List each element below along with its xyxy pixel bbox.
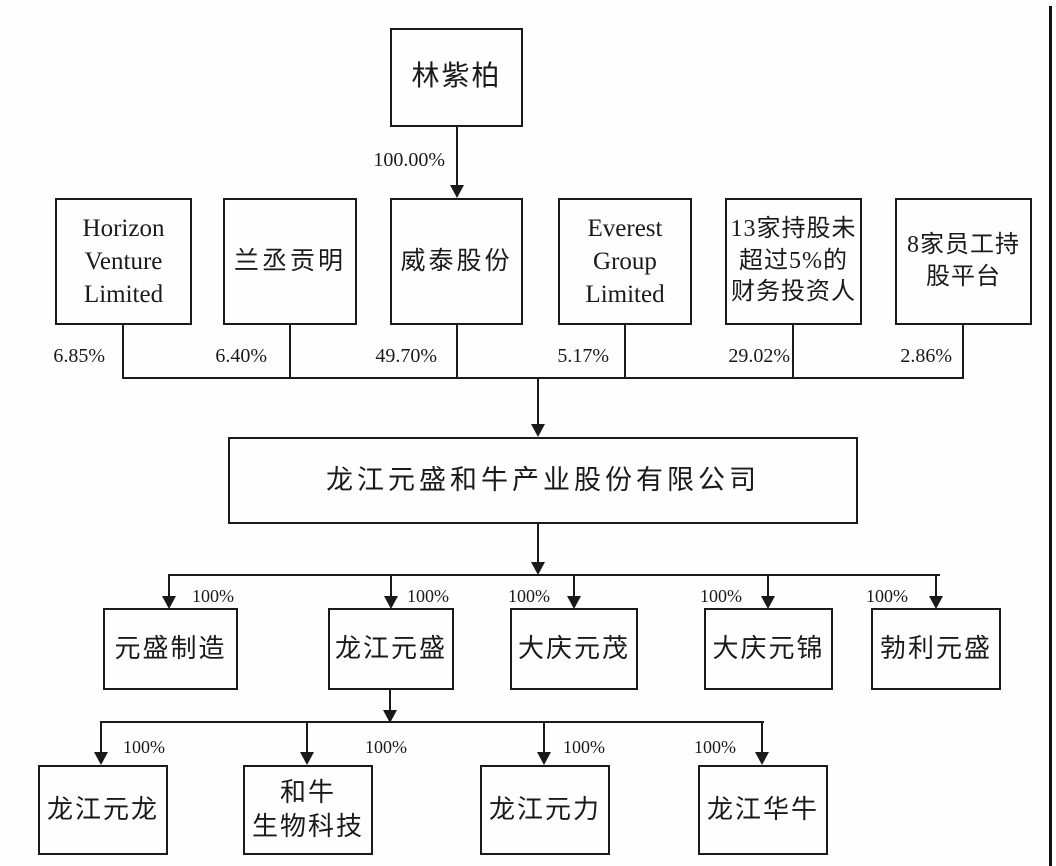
node-label: 13家持股未	[730, 215, 857, 242]
node-label: 大庆元锦	[712, 633, 825, 663]
ownership-label-sub-3: 100%	[508, 586, 550, 606]
node-subsub-longjiang-yuanlong: 龙江元龙	[38, 765, 168, 855]
arrowhead-down-icon	[450, 185, 464, 198]
node-shareholder-everest-group: Everest Group Limited	[558, 198, 692, 325]
ownership-label-subsub-4: 100%	[694, 737, 736, 757]
ownership-label-2: 6.40%	[215, 345, 267, 367]
connector-shareholder-2	[289, 325, 291, 378]
connector-sub-4	[767, 576, 769, 597]
connector-bus-to-company	[537, 379, 539, 425]
node-shareholder-esop-platforms: 8家员工持 股平台	[895, 198, 1032, 325]
node-subsidiary-daqing-yuanjin: 大庆元锦	[704, 608, 833, 690]
node-label: 勃利元盛	[879, 633, 992, 663]
connector-shareholder-6	[962, 325, 964, 378]
connector-subsub-4	[761, 723, 763, 752]
node-shareholder-lanchenggongming: 兰丞贡明	[223, 198, 357, 325]
connector-sub-3	[573, 576, 575, 597]
node-label: 元盛制造	[114, 633, 227, 663]
node-subsidiary-daqing-yuanmao: 大庆元茂	[510, 608, 638, 690]
node-shareholder-weitai: 威泰股份	[390, 198, 523, 325]
connector-shareholder-1	[122, 325, 124, 378]
node-label: 和牛	[279, 777, 336, 807]
ownership-label-1: 6.85%	[53, 345, 105, 367]
ownership-label-4: 5.17%	[557, 345, 609, 367]
node-label: Group	[593, 248, 657, 275]
bus-line-subsidiaries	[168, 574, 940, 576]
connector-shareholder-3	[456, 325, 458, 378]
node-label: 林紫柏	[411, 61, 502, 93]
node-label: Venture	[84, 248, 163, 275]
node-label: Everest	[587, 215, 663, 242]
node-subsidiary-yuansheng-manufacturing: 元盛制造	[103, 608, 238, 690]
node-subsub-longjiang-huaniu: 龙江华牛	[698, 765, 828, 855]
node-subsidiary-boli-yuansheng: 勃利元盛	[871, 608, 1001, 690]
node-shareholder-financial-investors: 13家持股未 超过5%的 财务投资人	[725, 198, 862, 325]
node-label: 大庆元茂	[517, 633, 630, 663]
ownership-label-subsub-3: 100%	[563, 737, 605, 757]
connector-longjiang-yuansheng-down	[389, 690, 391, 711]
bus-line-shareholders	[122, 377, 964, 379]
node-label: 龙江元盛	[334, 633, 447, 663]
arrowhead-down-icon	[162, 596, 176, 609]
ownership-label-root: 100.00%	[373, 149, 445, 171]
node-label: 威泰股份	[400, 248, 513, 275]
node-subsidiary-longjiang-yuansheng: 龙江元盛	[328, 608, 454, 690]
company-name: 龙江元盛和牛产业股份有限公司	[326, 464, 760, 495]
node-subsub-longjiang-yuanli: 龙江元力	[480, 765, 610, 855]
arrowhead-down-icon	[531, 424, 545, 437]
ownership-label-5: 29.02%	[728, 345, 790, 367]
connector-shareholder-5	[792, 325, 794, 378]
node-label: Horizon	[82, 215, 165, 242]
node-label: 生物科技	[251, 812, 364, 841]
node-label: 龙江元力	[488, 794, 601, 824]
arrowhead-down-icon	[384, 596, 398, 609]
arrowhead-down-icon	[300, 752, 314, 765]
arrowhead-down-icon	[383, 710, 397, 723]
connector-root-down	[456, 127, 458, 185]
connector-sub-1	[168, 576, 170, 597]
arrowhead-down-icon	[531, 562, 545, 575]
node-main-company: 龙江元盛和牛产业股份有限公司	[228, 437, 858, 524]
arrowhead-down-icon	[755, 752, 769, 765]
connector-sub-2	[390, 576, 392, 597]
arrowhead-down-icon	[94, 752, 108, 765]
node-subsub-heniu-biotech: 和牛 生物科技	[243, 765, 373, 855]
node-label: Limited	[83, 281, 164, 308]
ownership-label-subsub-1: 100%	[123, 737, 165, 757]
ownership-label-sub-1: 100%	[192, 586, 234, 606]
arrowhead-down-icon	[761, 596, 775, 609]
ownership-label-sub-5: 100%	[866, 586, 908, 606]
ownership-label-sub-2: 100%	[407, 586, 449, 606]
arrowhead-down-icon	[537, 752, 551, 765]
node-label: 财务投资人	[731, 279, 856, 306]
node-label: Limited	[585, 281, 665, 308]
connector-sub-5	[935, 576, 937, 597]
node-shareholder-horizon-venture: Horizon Venture Limited	[55, 198, 192, 325]
page-edge-line	[1049, 6, 1052, 866]
arrowhead-down-icon	[567, 596, 581, 609]
bus-line-sub-subsidiaries	[100, 721, 764, 723]
node-root-person: 林紫柏	[390, 28, 523, 127]
arrowhead-down-icon	[929, 596, 943, 609]
node-label: 龙江华牛	[706, 794, 819, 824]
ownership-label-subsub-2: 100%	[365, 737, 407, 757]
ownership-label-6: 2.86%	[900, 345, 952, 367]
node-label: 龙江元龙	[46, 794, 159, 824]
connector-subsub-2	[306, 723, 308, 752]
connector-subsub-3	[543, 723, 545, 752]
connector-subsub-1	[100, 723, 102, 752]
ownership-label-3: 49.70%	[375, 345, 437, 367]
node-label: 超过5%的	[739, 247, 848, 274]
node-label: 股平台	[926, 263, 1001, 290]
ownership-label-sub-4: 100%	[700, 586, 742, 606]
connector-company-down	[537, 524, 539, 563]
node-label: 兰丞贡明	[233, 248, 346, 275]
connector-shareholder-4	[624, 325, 626, 378]
node-label: 8家员工持	[907, 231, 1020, 258]
